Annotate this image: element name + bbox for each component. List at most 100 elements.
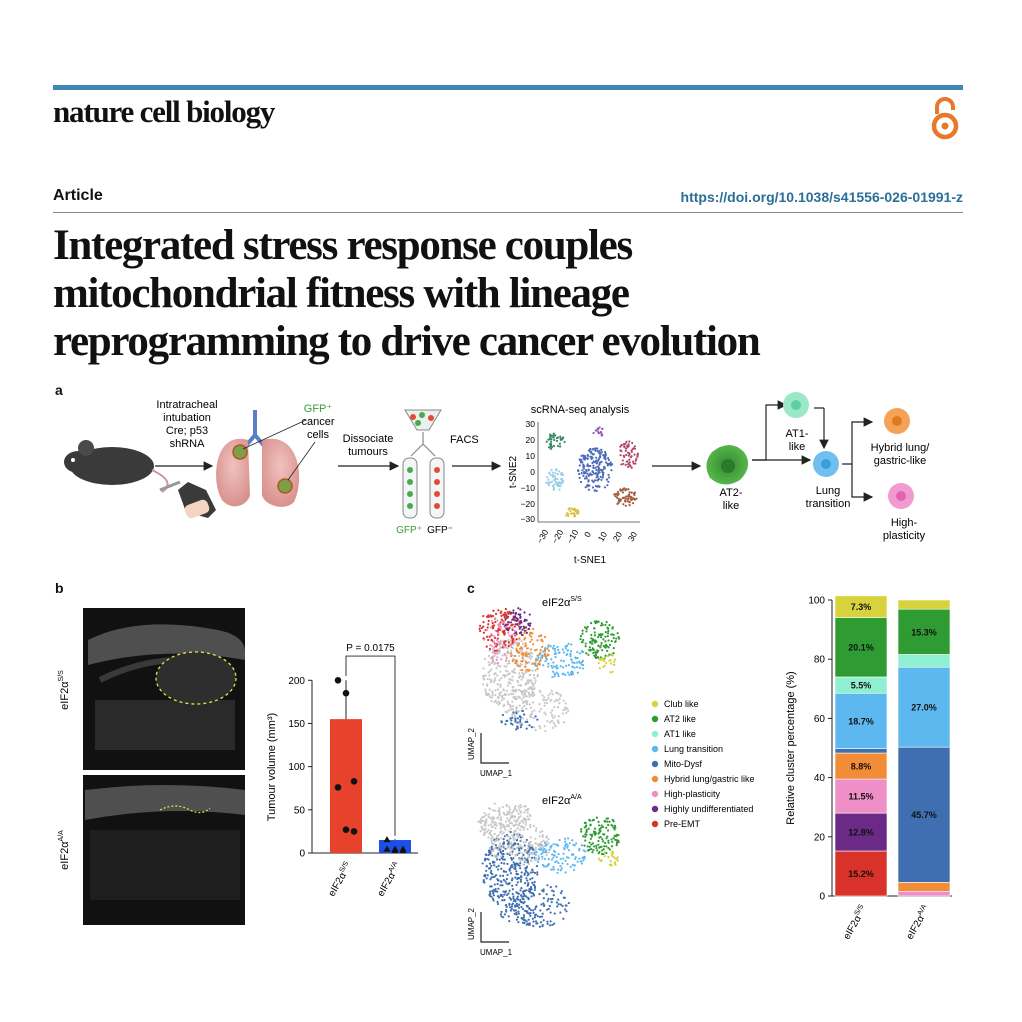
doi-link[interactable]: https://doi.org/10.1038/s41556-026-01991… [680,189,963,205]
tsne-point [545,440,548,443]
umap-point [516,818,519,822]
tsne-point [617,501,620,504]
umap-point [607,841,610,844]
tsne-point [596,479,599,482]
tsne-point [551,471,555,474]
umap-point [528,634,531,637]
tsne-point [592,464,595,467]
umap-point [610,863,613,866]
tsne-point [619,445,622,448]
stack-segment [897,654,951,668]
umap-point [525,647,529,650]
umap-point [597,839,600,843]
umap-point [490,679,493,682]
tsne-point [560,478,563,481]
tsne-point [562,473,565,477]
umap-point [521,855,524,858]
umap-point [502,811,505,814]
tsne-point [606,484,609,487]
umap-point [518,665,521,668]
umap-point [492,849,495,853]
umap-point [498,622,501,626]
umap-point [516,721,519,724]
tsne-point [617,497,620,501]
umap-point [540,915,544,918]
tsne-point [598,462,601,465]
tsne-point [573,507,576,510]
umap-point [506,842,510,846]
umap-point [555,855,558,859]
umap-point [597,857,601,860]
tsne-point [594,484,597,488]
umap-point [606,820,609,823]
tsne-point [595,447,598,450]
umap-point [609,662,613,665]
umap-point [487,671,490,674]
umap-point [531,695,534,698]
umap-point [521,651,525,655]
umap-point [541,846,545,850]
umap-point [581,856,584,859]
tsne-point [584,456,587,460]
umap-point [524,720,527,724]
hybrid-cell-icon [884,408,910,434]
umap-point [581,632,584,635]
umap-point [494,679,497,682]
tsne-point [592,466,595,470]
umap-point [601,838,604,841]
umap-point [481,827,484,830]
umap-point [503,693,506,697]
svg-text:cells: cells [307,429,330,441]
umap-point [522,853,525,856]
tsne-point [557,470,560,473]
tsne-point [596,465,599,468]
umap-point [518,858,521,861]
umap-point [519,828,522,831]
umap-point [492,818,495,821]
tsne-point [624,463,627,466]
umap-point [541,851,544,854]
umap-point [539,649,542,652]
umap-point [493,677,497,680]
svg-text:10: 10 [526,451,536,461]
journal-name: nature cell biology [53,94,275,129]
umap-point [561,862,564,865]
umap-point [547,851,550,854]
at1-label: AT1- [785,428,808,440]
umap-point [487,654,491,658]
tsne-point [551,435,554,438]
umap-point [506,810,509,813]
umap-point [490,837,493,840]
umap-point [520,819,523,823]
umap-point [543,851,547,854]
umap-point [516,897,519,900]
tsne-point [615,496,619,499]
umap-point [494,854,497,857]
umap-point [508,634,511,637]
umap-point [527,862,531,865]
umap-point [487,693,491,696]
tsne-point [623,455,626,458]
umap-point [524,919,527,922]
umap-point [488,862,492,865]
umap-point [576,656,579,660]
umap-point [538,915,542,918]
umap-point [552,644,555,647]
tsne-point [565,514,568,517]
umap-point [538,893,541,896]
umap-point [517,642,520,645]
umap-point [504,908,508,912]
umap-point [552,647,555,650]
umap-point [567,849,571,852]
umap-point [518,808,521,811]
umap-point [488,688,491,691]
umap-point [501,899,504,902]
umap-point [527,693,531,696]
umap-point [510,643,513,646]
tsne-point [597,430,600,434]
open-access-icon [931,97,959,140]
umap-point [490,639,493,642]
tsne-point [581,469,584,472]
panel-a: Intratracheal intubation Cre; p53 shRNA … [64,392,930,566]
